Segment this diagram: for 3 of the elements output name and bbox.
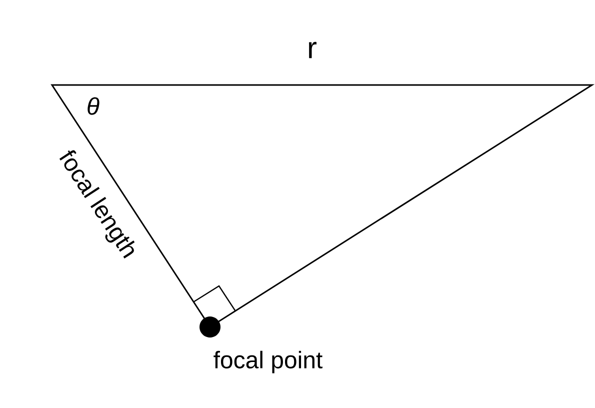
side-label: r xyxy=(309,42,316,58)
angle-label: θ xyxy=(88,97,100,115)
point-label: focal point xyxy=(214,350,322,374)
